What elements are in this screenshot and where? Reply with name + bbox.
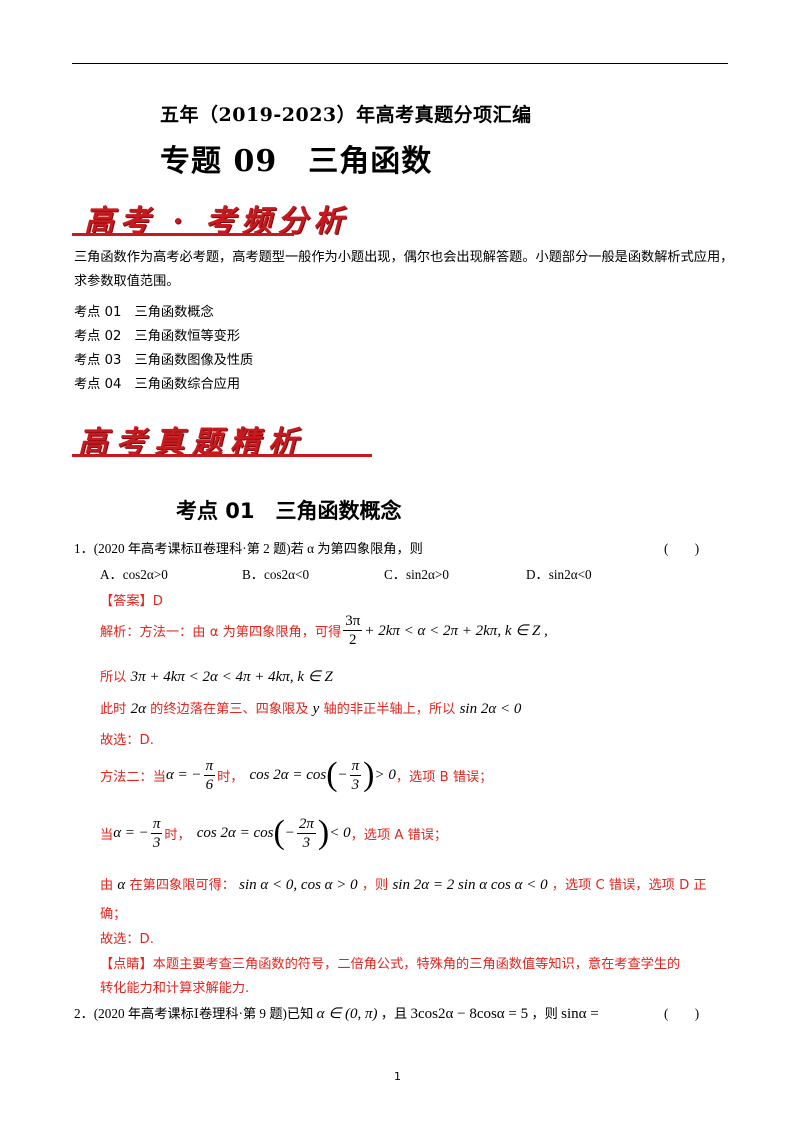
banner-underline <box>72 233 294 236</box>
math-gt: > 0 <box>374 766 396 783</box>
fraction-2pi-over-3: 2π 3 <box>296 815 316 852</box>
point-item: 考点 02 三角函数恒等变形 <box>74 329 241 344</box>
key-point-note: 【点睛】本题主要考查三角函数的符号，二倍角公式，特殊角的三角函数值等知识，意在考… <box>100 957 681 972</box>
denominator: 6 <box>205 776 214 793</box>
math-sin2alpha: sin 2α < 0 <box>459 701 522 717</box>
intro-paragraph: 三角函数作为高考必考题，高考题型一般作为小题出现，偶尔也会出现解答题。小题部分一… <box>74 250 734 289</box>
numerator: π <box>349 757 362 776</box>
solution-continuation: 确； <box>100 907 127 922</box>
option-a: A．cos2α>0 <box>100 567 168 582</box>
answer-bracket: ( ) <box>664 541 700 556</box>
question-text: ，且 <box>380 1006 408 1021</box>
document-title: 五年（2019-2023）年高考真题分项汇编 <box>160 104 532 126</box>
minus-sign: − <box>337 766 348 783</box>
paren-left: ( <box>326 756 338 793</box>
math-sin: sinα = <box>561 1006 599 1022</box>
inequality: + 2kπ < α < 2π + 2kπ, k ∈ Z , <box>364 623 548 639</box>
fraction-pi-over-6: π 6 <box>203 757 216 794</box>
solution-text: 轴的非正半轴上，所以 <box>323 702 456 717</box>
section-title: 考点 01 三角函数概念 <box>176 499 402 523</box>
numerator: π <box>150 815 163 834</box>
math-alpha-equals: α = − <box>113 824 149 841</box>
choose-line: 故选：D. <box>100 932 154 947</box>
solution-text: 所以 <box>100 670 127 685</box>
math-alpha-equals: α = − <box>165 766 202 783</box>
math-2alpha: 2α <box>130 701 146 717</box>
denominator: 3 <box>351 776 360 793</box>
solution-text: 时， <box>217 769 244 785</box>
math-cos: cos 2α = cos <box>249 766 327 783</box>
banner-underline <box>72 454 372 457</box>
point-item: 考点 04 三角函数综合应用 <box>74 377 241 392</box>
denominator: 3 <box>302 834 311 851</box>
question-2-stem: 2．(2020 年高考课标Ⅰ卷理科·第 9 题)已知 α ∈ (0, π) ，且… <box>74 1003 599 1023</box>
solution-text: ，则 <box>361 878 389 893</box>
solution-text: 此时 <box>100 702 127 717</box>
inequality: 3π + 4kπ < 2α < 4π + 4kπ, k ∈ Z <box>130 669 333 685</box>
solution-method-1: 解析：方法一：由 α 为第四象限角，可得 3π 2 + 2kπ < α < 2π… <box>100 612 548 649</box>
numerator: 3π <box>343 613 363 631</box>
math-equation: 3cos2α − 8cosα = 5 <box>410 1006 529 1022</box>
point-item: 考点 03 三角函数图像及性质 <box>74 353 254 368</box>
numerator: 2π <box>296 815 316 834</box>
solution-text: 时， <box>164 827 191 843</box>
header-rule <box>72 63 728 64</box>
option-b: B．cos2α<0 <box>242 567 310 582</box>
topic-title: 专题 09 三角函数 <box>160 144 433 179</box>
solution-text: 当 <box>100 827 114 843</box>
solution-text: 的终边落在第三、四象限及 <box>150 702 309 717</box>
paren-right: ) <box>317 814 330 851</box>
question-text: ，则 <box>531 1006 558 1021</box>
math-domain: α ∈ (0, π) <box>316 1006 378 1022</box>
option-d: D．sin2α<0 <box>526 567 592 582</box>
math-double-angle: sin 2α = 2 sin α cos α < 0 <box>392 877 548 893</box>
solution-terminal-side: 此时 2α 的终边落在第三、四象限及 y 轴的非正半轴上，所以 sin 2α <… <box>100 698 521 718</box>
math-cos: cos 2α = cos <box>196 824 274 841</box>
solution-text: ，选项 C 错误，选项 D 正 <box>551 878 707 893</box>
page-number: 1 <box>394 1070 401 1083</box>
paren-left: ( <box>273 814 285 851</box>
paren-right: ) <box>363 756 375 793</box>
math-alpha: α <box>117 877 126 893</box>
solution-method-2: 方法二：当 α = − π 6 时， cos 2α = cos ( − π 3 … <box>100 756 492 794</box>
numerator: π <box>203 757 216 776</box>
solution-method-2b: 当 α = − π 3 时， cos 2α = cos ( − 2π 3 ) <… <box>100 814 447 852</box>
choose-line: 故选：D. <box>100 733 154 748</box>
math-lt: < 0 <box>329 824 351 841</box>
fraction-pi-over-3: π 3 <box>150 815 163 852</box>
minus-sign: − <box>284 824 295 841</box>
math-signs: sin α < 0, cos α > 0 <box>239 877 358 893</box>
solution-quadrant: 由 α 在第四象限可得： sin α < 0, cos α > 0 ，则 sin… <box>100 874 707 894</box>
point-item: 考点 01 三角函数概念 <box>74 305 214 320</box>
key-point-note-cont: 转化能力和计算求解能力. <box>100 981 250 996</box>
answer-bracket: ( ) <box>664 1006 700 1021</box>
solution-text: 由 <box>100 878 114 893</box>
math-y: y <box>312 701 320 717</box>
solution-text: 在第四象限可得： <box>129 878 235 893</box>
denominator: 3 <box>152 834 161 851</box>
solution-text: ，选项 B 错误； <box>395 769 493 785</box>
fraction-3pi-over-2: 3π 2 <box>343 612 363 649</box>
solution-text: ，选项 A 错误； <box>350 827 448 843</box>
solution-so: 所以 3π + 4kπ < 2α < 4π + 4kπ, k ∈ Z <box>100 666 333 686</box>
option-c: C．sin2α>0 <box>384 567 449 582</box>
question-text: 2．(2020 年高考课标Ⅰ卷理科·第 9 题)已知 <box>74 1006 314 1021</box>
denominator: 2 <box>349 632 357 648</box>
fraction-pi-over-3: π 3 <box>349 757 362 794</box>
solution-text: 解析：方法一：由 α 为第四象限角，可得 <box>100 625 342 640</box>
answer-label: 【答案】D <box>100 594 163 609</box>
solution-text: 方法二：当 <box>100 769 166 785</box>
question-1-stem: 1．(2020 年高考课标Ⅱ卷理科·第 2 题)若 α 为第四象限角，则 <box>74 541 423 556</box>
